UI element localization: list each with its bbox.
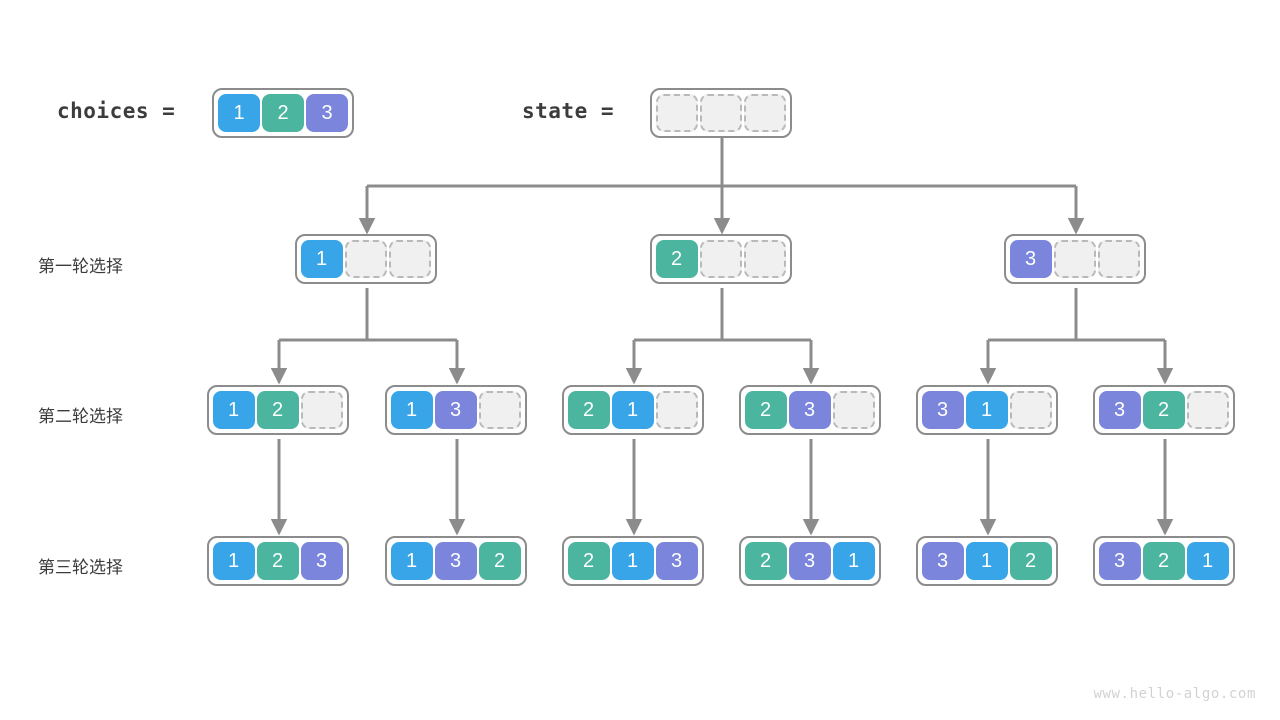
level2-node-5-cell-2 xyxy=(1009,391,1052,429)
level2-node-1-cell-1: 2 xyxy=(256,391,299,429)
level3-node-1-cell-1: 2 xyxy=(256,542,299,580)
state-array xyxy=(650,88,792,138)
level2-node-2-cell-1: 3 xyxy=(434,391,477,429)
choices-cell-2: 3 xyxy=(306,94,348,132)
level1-node-3: 3 xyxy=(1003,234,1146,284)
level2-node-6-cell-1: 2 xyxy=(1142,391,1185,429)
state-cell-2 xyxy=(744,94,786,132)
level3-node-1-cell-0: 1 xyxy=(212,542,255,580)
level3-node-6-cell-0: 3 xyxy=(1098,542,1141,580)
level1-node-2-cell-1 xyxy=(699,240,742,278)
level3-node-4-cell-1: 3 xyxy=(788,542,831,580)
row-label-round-1: 第一轮选择 xyxy=(38,257,123,276)
level3-node-2-cell-2: 2 xyxy=(478,542,521,580)
watermark: www.hello-algo.com xyxy=(1093,686,1256,702)
level2-node-1-cell-2 xyxy=(300,391,343,429)
level3-node-5-cell-0: 3 xyxy=(921,542,964,580)
level1-node-1-cell-1 xyxy=(344,240,387,278)
level2-node-4-cell-0: 2 xyxy=(744,391,787,429)
choices-cell-1: 2 xyxy=(262,94,304,132)
level1-node-3-cell-2 xyxy=(1097,240,1140,278)
level1-node-1-cell-0: 1 xyxy=(300,240,343,278)
level1-node-3-cell-1 xyxy=(1053,240,1096,278)
level3-node-6-cell-1: 2 xyxy=(1142,542,1185,580)
level2-node-3-cell-0: 2 xyxy=(567,391,610,429)
level3-node-2-cell-1: 3 xyxy=(434,542,477,580)
row-label-round-2: 第二轮选择 xyxy=(38,407,123,426)
level1-node-2-cell-0: 2 xyxy=(655,240,698,278)
row-label-round-3: 第三轮选择 xyxy=(38,558,123,577)
level3-node-3-cell-1: 1 xyxy=(611,542,654,580)
state-label: state = xyxy=(522,99,615,123)
level3-node-2-cell-0: 1 xyxy=(390,542,433,580)
level1-node-1: 1 xyxy=(294,234,437,284)
level1-node-3-cell-0: 3 xyxy=(1009,240,1052,278)
level2-node-4-cell-2 xyxy=(832,391,875,429)
level2-node-3-cell-1: 1 xyxy=(611,391,654,429)
level2-node-1-cell-0: 1 xyxy=(212,391,255,429)
choices-cell-0: 1 xyxy=(218,94,260,132)
level3-node-4-cell-0: 2 xyxy=(744,542,787,580)
level3-node-5-cell-1: 1 xyxy=(965,542,1008,580)
state-cell-0 xyxy=(656,94,698,132)
level2-node-2-cell-2 xyxy=(478,391,521,429)
level3-node-1-cell-2: 3 xyxy=(300,542,343,580)
level2-node-6-cell-2 xyxy=(1186,391,1229,429)
level1-node-1-cell-2 xyxy=(388,240,431,278)
level1-node-2: 2 xyxy=(649,234,792,284)
level2-node-6-cell-0: 3 xyxy=(1098,391,1141,429)
level3-node-3-cell-0: 2 xyxy=(567,542,610,580)
level1-node-2-cell-2 xyxy=(743,240,786,278)
level2-node-3-cell-2 xyxy=(655,391,698,429)
level3-node-5-cell-2: 2 xyxy=(1009,542,1052,580)
choices-label: choices = xyxy=(57,99,176,123)
level2-node-4-cell-1: 3 xyxy=(788,391,831,429)
level2-node-5-cell-0: 3 xyxy=(921,391,964,429)
level2-node-5-cell-1: 1 xyxy=(965,391,1008,429)
state-cell-1 xyxy=(700,94,742,132)
level3-node-4-cell-2: 1 xyxy=(832,542,875,580)
level3-node-6-cell-2: 1 xyxy=(1186,542,1229,580)
level2-node-2-cell-0: 1 xyxy=(390,391,433,429)
level3-node-3-cell-2: 3 xyxy=(655,542,698,580)
